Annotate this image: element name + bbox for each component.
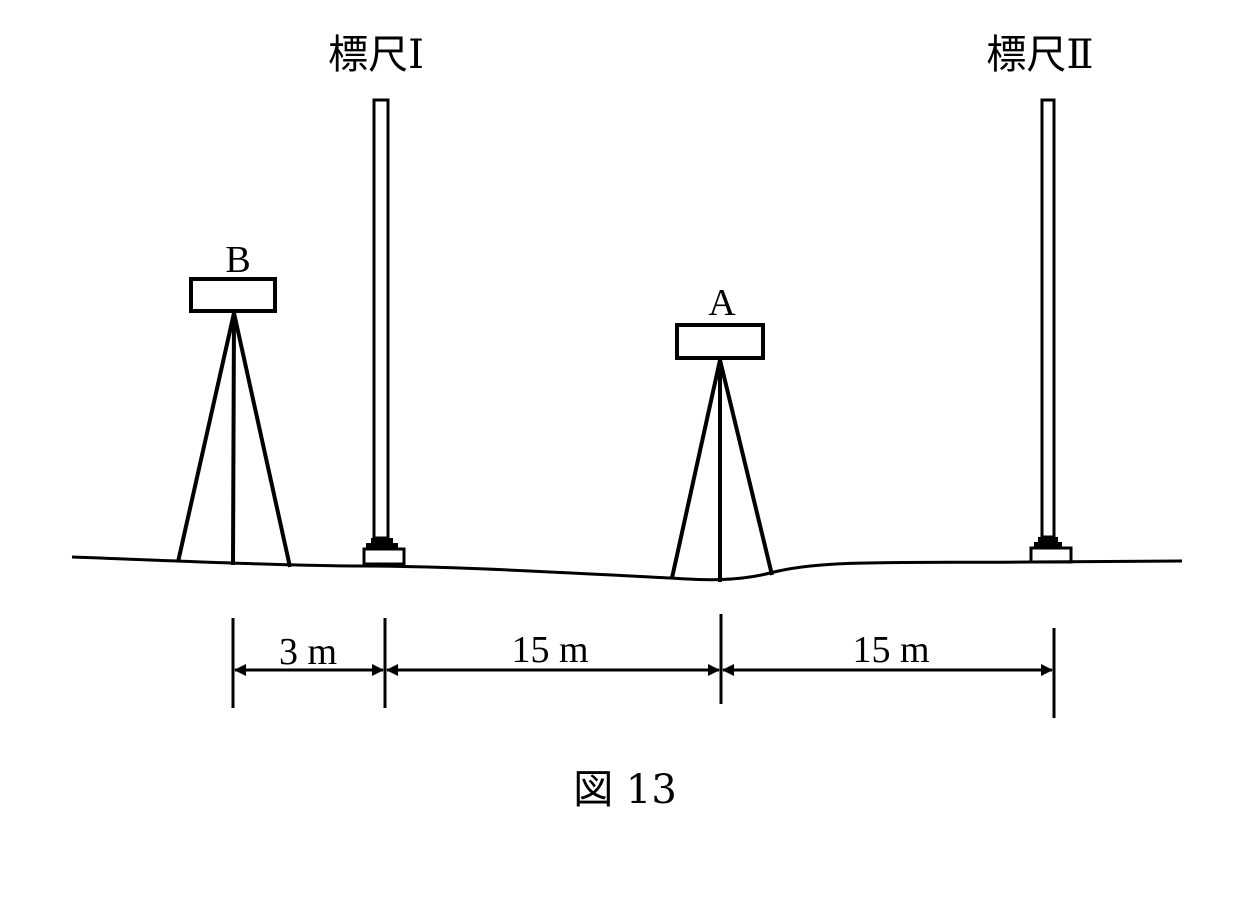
dimension-lines bbox=[231, 614, 1056, 718]
staff-2: 標尺Ⅱ bbox=[986, 32, 1094, 564]
level-b-label: B bbox=[225, 239, 250, 281]
distance-label-15m-left: 15 m bbox=[511, 629, 588, 671]
staff-1-base-cap bbox=[371, 538, 393, 544]
level-b-instrument bbox=[189, 277, 277, 313]
distance-label-3m: 3 m bbox=[279, 631, 337, 673]
figure-caption: 図 13 bbox=[573, 767, 677, 813]
level-a: A bbox=[670, 282, 774, 582]
distance-label-15m-right: 15 m bbox=[852, 629, 929, 671]
staff-1-base bbox=[362, 547, 406, 566]
staff-2-pole bbox=[1040, 98, 1056, 539]
staff-2-base-cap bbox=[1038, 537, 1058, 543]
ground-line bbox=[71, 555, 1183, 582]
staff-2-base bbox=[1029, 546, 1073, 564]
staff-2-label: 標尺Ⅱ bbox=[986, 32, 1093, 77]
staff-1: 標尺Ⅰ bbox=[328, 32, 424, 566]
staff-1-label: 標尺Ⅰ bbox=[328, 32, 424, 77]
staff-1-base-top bbox=[366, 543, 398, 549]
level-b: B bbox=[176, 239, 292, 568]
level-a-label: A bbox=[708, 282, 736, 324]
level-a-instrument bbox=[675, 323, 765, 360]
level-a-tripod bbox=[670, 359, 774, 582]
level-b-tripod bbox=[176, 312, 292, 568]
staff-1-pole bbox=[372, 98, 390, 540]
staff-2-base-top bbox=[1034, 542, 1062, 548]
